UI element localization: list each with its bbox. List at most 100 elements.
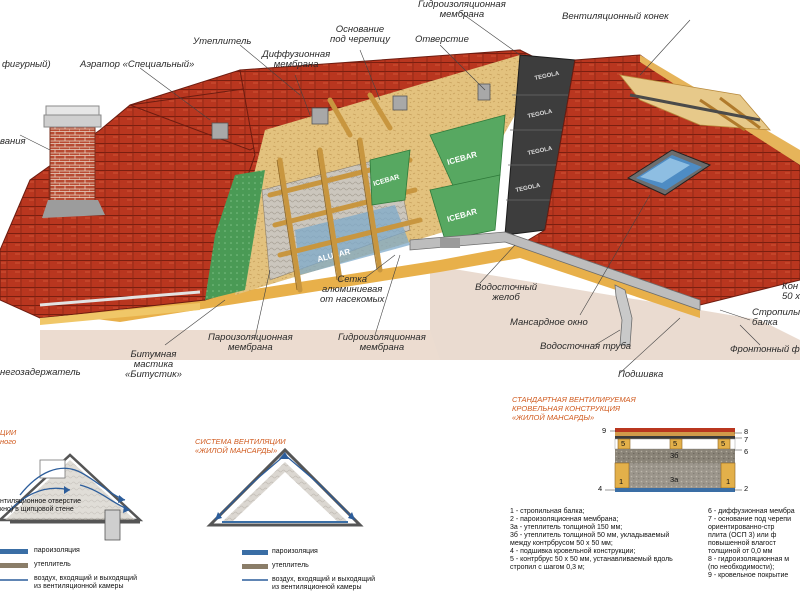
label-hole: Отверстие [415,34,469,45]
section-num-2: 2 [744,484,749,493]
section-legend-item: 1 - стропильная балка; [510,508,585,515]
mid-legend-vapor: пароизоляция [272,548,318,555]
label-mesh-3: от насекомых [320,294,385,305]
section-num-6: 6 [744,447,749,456]
label-hydro-top-2: мембрана [439,9,485,20]
label-mesh-1: Сетка [337,274,368,285]
label-base-2: под черепицу [330,34,390,45]
section-num-9: 9 [602,426,607,435]
rafter-edges [276,139,378,291]
label-hydro-bottom-2: мембрана [359,342,405,353]
mid-panel-header-2: «ЖИЛОЙ МАНСАРДЫ» [195,446,278,455]
label-diffusion-2: мембрана [273,59,319,70]
section-legend-item: 2 - пароизоляционная мембрана; [510,516,619,523]
vapor-membrane-blue [295,205,410,275]
label-base: Основание под черепицу [330,25,390,45]
label-bitumen: Битумная мастика «Битустик» [125,350,182,380]
facade-wall-right [430,265,800,360]
mid-vent-diagram [206,447,364,581]
section-num-1b: 1 [726,477,731,486]
eaves-band [40,245,700,322]
label-aerator: Аэратор «Специальный» [80,59,195,70]
section-legend-item: 3а - утеплитель толщиной 150 мм; [510,524,623,531]
label-bitumen-2: мастика [133,359,174,370]
green-membrane [205,170,265,300]
ridge-rafters [699,96,761,132]
left-legend-air-1: воздух, входящий и выходящий [34,575,137,582]
mid-legend-air: воздух, входящий и выходящий из вентиляц… [272,576,375,592]
section-legend-item: 3б - утеплитель толщиной 50 мм, укладыва… [510,532,670,539]
roof-window [626,149,712,196]
chimney [42,105,105,218]
label-hydro-top: Гидроизоляционная мембрана [418,0,506,20]
section-num-8: 8 [744,427,749,436]
right-panel-header-2: КРОВЕЛЬНАЯ КОНСТРУКЦИЯ [512,404,621,413]
section-legend-right: 6 - диффузионная мембра 7 - основание по… [708,508,795,580]
mid-legend-air-2: из вентиляционной камеры [272,584,362,591]
mid-panel-header-1: СИСТЕМА ВЕНТИЛЯЦИИ [195,437,286,446]
label-rafter-2: балка [752,317,778,328]
gutter-system [409,231,701,346]
valley-seams [506,94,568,201]
label-chimney: вания [0,136,26,147]
left-vent-note-1: нтиляционное отверстие [0,498,82,505]
left-vent-note-2: кно) в щипцовой стене [0,506,74,513]
left-panel-header-2: ного [0,437,17,446]
label-rafter-1: Стропилы [752,307,800,318]
label-hydro-bottom-1: Гидроизоляционная [338,332,426,343]
label-kon: Кон 50 х [782,282,800,302]
mid-panel-header: СИСТЕМА ВЕНТИЛЯЦИИ «ЖИЛОЙ МАНСАРДЫ» [195,437,286,455]
aerators [211,83,491,140]
section-legend-item: между контрбрусом 50 х 50 мм; [510,540,613,547]
section-legend-item: плита (ОСП 3) или ф [708,532,777,539]
vent-ridge [629,93,761,122]
label-gutter-2: желоб [492,292,520,303]
label-soffit: Подшивка [618,369,664,380]
label-vapor-1: Пароизоляционная [208,332,293,343]
section-legend-item: ориентированно-стр [708,524,775,531]
label-gutter-1: Водосточный [475,282,537,293]
brand-tegola-4: TEGOLA [515,183,541,194]
left-vent-diagram [0,453,144,581]
label-front: Фронтонный ф [730,344,800,355]
label-snow-guard: негозадержатель [0,367,81,378]
left-panel-header-1: ЦИИ [0,428,17,437]
section-legend-item: (по необходимости); [708,564,775,571]
left-legend-air: воздух, входящий и выходящий из вентиляц… [34,575,137,591]
left-panel-header: ЦИИ ного [0,428,16,446]
label-diffusion: Диффузионная мембрана [262,50,330,70]
label-gutter: Водосточный желоб [475,283,537,303]
section-legend-item: стропил с шагом 0,3 м; [510,564,585,571]
section-legend-item: 9 - кровельное покрытие [708,572,789,579]
section-num-5a: 5 [621,439,626,448]
section-legend-item: 5 - контрбрус 50 х 50 мм, устанавливаемы… [510,556,673,563]
label-kon-1: Кон [782,281,799,292]
label-bitumen-3: «Битустик» [125,369,182,380]
section-legend-item: 8 - гидроизоляционная м [708,556,790,563]
section-num-3b: 3б [670,451,679,460]
label-base-1: Основание [335,24,385,35]
label-vapor-2: мембрана [228,342,273,353]
left-legend-air-2: из вентиляционной камеры [34,583,124,590]
label-bitumen-1: Битумная [130,349,177,360]
right-panel-header-1: СТАНДАРТНАЯ ВЕНТИЛИРУЕМАЯ [512,395,636,404]
label-figured: фигурный) [2,59,51,70]
section-num-4: 4 [598,484,603,493]
section-legend-left: 1 - стропильная балка; 2 - пароизоляцион… [510,508,673,572]
roof-section-diagram [605,428,742,492]
label-vapor: Пароизоляционная мембрана [208,333,293,353]
section-num-3a: 3а [670,475,679,484]
label-diffusion-1: Диффузионная [262,49,331,60]
mid-legend-insul: утеплитель [272,562,309,569]
label-mesh: Сетка алюминиевая от насекомых [320,275,384,305]
left-legend-vapor: пароизоляция [34,547,80,554]
label-rafter: Стропилы балка [752,308,800,328]
left-panel-vent-note: нтиляционное отверстие кно) в щипцовой с… [0,498,81,514]
brand-tegola-3: TEGOLA [527,146,553,157]
mid-legend-air-1: воздух, входящий и выходящий [272,576,375,583]
left-legend-insul: утеплитель [34,561,71,568]
section-num-1a: 1 [619,477,624,486]
right-panel-header-3: «ЖИЛОЙ МАНСАРДЫ» [512,413,595,422]
section-legend-item: повышенной влагост [708,540,776,547]
